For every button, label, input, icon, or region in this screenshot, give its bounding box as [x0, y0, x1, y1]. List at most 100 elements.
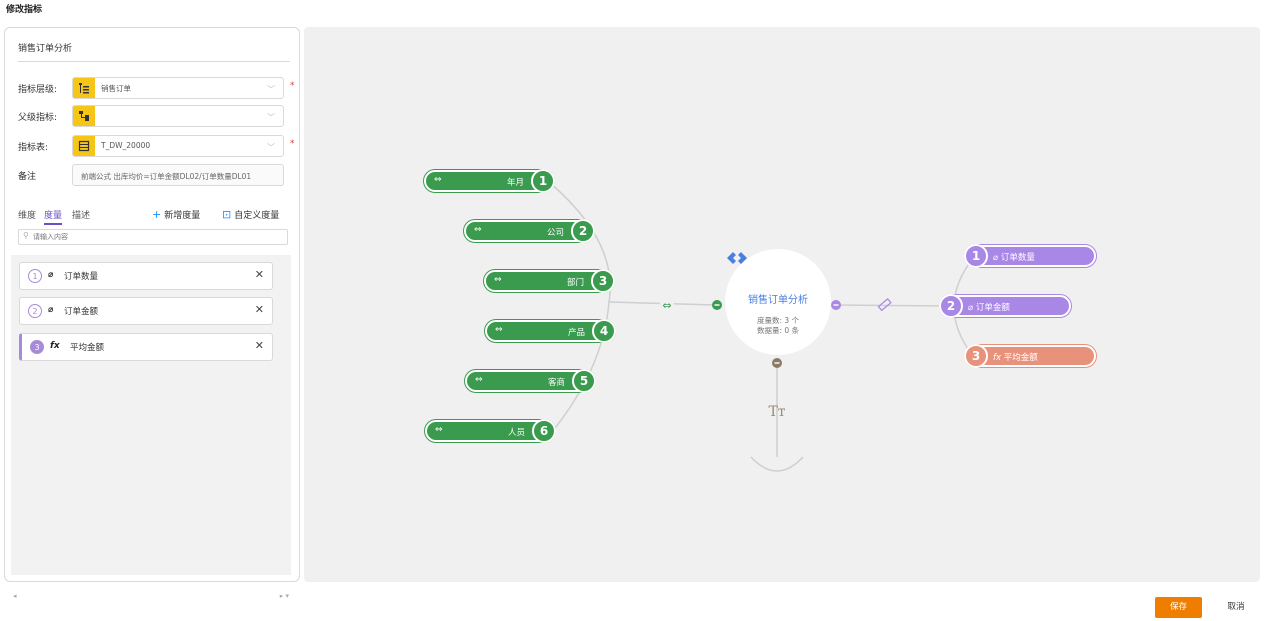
note-field[interactable]: 前端公式 出库均价=订单金额DL02/订单数量DL01	[72, 164, 284, 186]
scrollbar[interactable]	[283, 255, 291, 575]
close-icon[interactable]: ✕	[254, 339, 264, 352]
save-button[interactable]: 保存	[1155, 597, 1202, 618]
measure-label: ⌀ 订单金额	[968, 303, 1010, 313]
chevron-down-icon: ﹀	[267, 143, 275, 152]
dimension-icon: ⇔	[475, 375, 483, 385]
table-label: 指标表:	[18, 143, 49, 153]
item-label: 订单数量	[64, 272, 99, 282]
measure-list: 1 ⌀ 订单数量 ✕ 2 ⌀ 订单金额 ✕ 3 fx 平均金额 ✕	[11, 255, 291, 575]
item-number: 2	[28, 304, 42, 318]
dimension-label: 产品	[567, 328, 585, 338]
item-number: 1	[28, 269, 42, 283]
list-item[interactable]: 2 ⌀ 订单金额 ✕	[19, 297, 273, 325]
item-number: 3	[30, 340, 44, 354]
measure-count: 度量数: 3 个	[756, 316, 800, 325]
measure-node[interactable]: 3 fx 平均金额	[964, 344, 1096, 368]
measure-label: ⌀ 订单数量	[993, 253, 1035, 263]
close-icon[interactable]: ✕	[254, 268, 264, 281]
dimension-number: 1	[531, 169, 555, 193]
tab-description[interactable]: 描述	[72, 211, 91, 221]
parent-label: 父级指标:	[18, 113, 58, 123]
dimension-node[interactable]: ⇔ 年月 1	[424, 169, 555, 193]
level-row: 指标层级: 销售订单 ﹀ *	[18, 77, 298, 99]
dimension-number: 5	[572, 369, 596, 393]
data-count: 数据量: 0 条	[756, 326, 800, 335]
link-icon	[727, 252, 747, 264]
measure-label-text: 平均金额	[1003, 353, 1038, 363]
indicator-graph-canvas[interactable]: ⇔ Tт ⇔ 年月 1 ⇔ 公司 2 ⇔ 部门 3 ⇔ 产品 4 ⇔ 客商 5	[304, 27, 1260, 582]
center-indicator-node[interactable]: 销售订单分析 度量数: 3 个 数据量: 0 条	[725, 249, 831, 355]
measure-hub-icon	[877, 297, 892, 312]
ruler-icon: ⌀	[48, 305, 54, 315]
panel-heading: 销售订单分析	[18, 44, 73, 54]
scroll-right-icon: ▸ ▾	[279, 592, 289, 600]
parent-row: 父级指标: ﹀	[18, 105, 298, 127]
dimension-icon: ⇔	[494, 275, 502, 285]
table-select[interactable]: T_DW_20000 ﹀	[72, 135, 284, 157]
table-icon	[73, 136, 95, 156]
dimension-icon: ⇔	[495, 325, 503, 335]
custom-measure-label: 自定义度量	[234, 211, 280, 221]
page-title: 修改指标	[6, 5, 43, 15]
tab-bar: 维度 度量 描述 +新增度量 ⊡自定义度量	[18, 208, 298, 225]
dimension-icon: ⇔	[434, 175, 442, 185]
level-value: 销售订单	[101, 84, 131, 93]
dimension-number: 6	[532, 419, 556, 443]
horizontal-scrollbar[interactable]: ◂ ▸ ▾	[11, 592, 291, 602]
tab-measure[interactable]: 度量	[44, 208, 63, 225]
dimension-label: 年月	[506, 178, 524, 188]
dimension-node[interactable]: ⇔ 客商 5	[465, 369, 596, 393]
measure-label: fx 平均金额	[993, 353, 1038, 363]
cancel-button[interactable]: 取消	[1227, 602, 1245, 612]
dimension-label: 公司	[546, 228, 564, 238]
dimension-node[interactable]: ⇔ 产品 4	[485, 319, 616, 343]
center-title: 销售订单分析	[748, 295, 808, 306]
level-label: 指标层级:	[18, 85, 58, 95]
required-mark: *	[290, 139, 295, 149]
dimension-node[interactable]: ⇔ 部门 3	[484, 269, 615, 293]
text-type-icon: Tт	[768, 404, 785, 420]
table-value: T_DW_20000	[101, 141, 151, 150]
add-measure-button[interactable]: +新增度量	[152, 208, 200, 221]
plus-icon: +	[152, 208, 162, 221]
parent-tree-icon	[73, 106, 95, 126]
custom-measure-button[interactable]: ⊡自定义度量	[222, 208, 279, 221]
dimension-number: 2	[571, 219, 595, 243]
scroll-left-icon: ◂	[13, 592, 17, 600]
dimension-node[interactable]: ⇔ 人员 6	[425, 419, 556, 443]
dimension-label: 人员	[507, 428, 525, 438]
level-select[interactable]: 销售订单 ﹀	[72, 77, 284, 99]
dimension-number: 4	[592, 319, 616, 343]
list-item[interactable]: 3 fx 平均金额 ✕	[19, 333, 273, 361]
measure-label-text: 订单金额	[975, 303, 1010, 313]
dimension-node[interactable]: ⇔ 公司 2	[464, 219, 595, 243]
list-item[interactable]: 1 ⌀ 订单数量 ✕	[19, 262, 273, 290]
item-label: 平均金额	[70, 343, 105, 353]
measure-node[interactable]: 2 ⌀ 订单金额	[939, 294, 1071, 318]
hierarchy-icon	[73, 78, 95, 98]
svg-text:⇔: ⇔	[662, 299, 671, 312]
tab-dimension[interactable]: 维度	[18, 211, 37, 221]
search-icon: ⚲	[23, 231, 29, 240]
measure-node[interactable]: 1 ⌀ 订单数量	[964, 244, 1096, 268]
indicator-form-panel: 销售订单分析 指标层级: 销售订单 ﹀ * 父级指标: ﹀ 指标表: T_D	[4, 27, 300, 600]
measure-number: 3	[964, 344, 988, 368]
dimension-icon: ⇔	[474, 225, 482, 235]
close-icon[interactable]: ✕	[254, 303, 264, 316]
dimension-label: 客商	[547, 378, 565, 388]
chevron-down-icon: ﹀	[267, 113, 275, 122]
dimension-hub-icon: ⇔	[660, 298, 674, 312]
parent-select[interactable]: ﹀	[72, 105, 284, 127]
note-value: 前端公式 出库均价=订单金额DL02/订单数量DL01	[81, 172, 252, 181]
add-measure-label: 新增度量	[164, 211, 201, 221]
table-row: 指标表: T_DW_20000 ﹀ *	[18, 135, 298, 157]
note-label: 备注	[18, 172, 37, 182]
fx-icon: fx	[50, 341, 60, 351]
note-row: 备注 前端公式 出库均价=订单金额DL02/订单数量DL01	[18, 164, 298, 186]
measure-label-text: 订单数量	[1000, 253, 1035, 263]
measure-search: ⚲	[18, 229, 288, 245]
dimension-icon: ⇔	[435, 425, 443, 435]
ruler-icon: ⌀	[48, 270, 54, 280]
search-input[interactable]	[33, 231, 273, 243]
measure-number: 2	[939, 294, 963, 318]
